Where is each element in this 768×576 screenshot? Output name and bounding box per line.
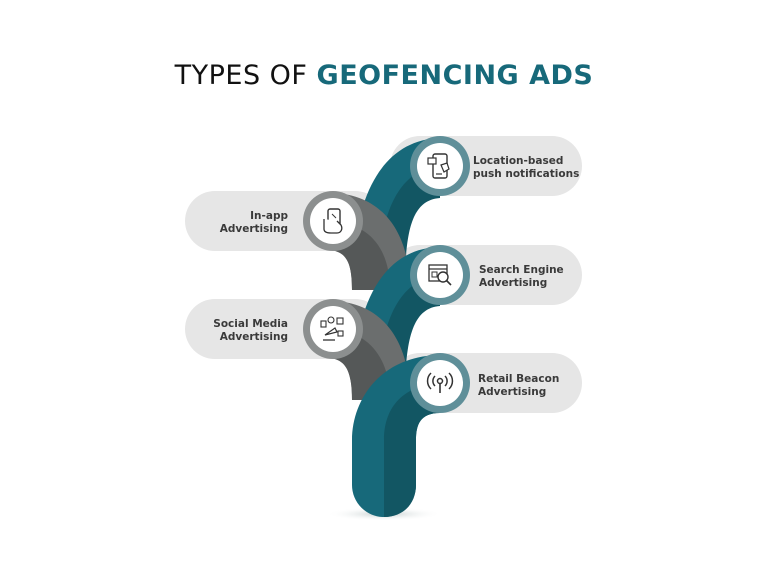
label-line-2: Advertising <box>478 386 547 398</box>
label-line-1: Social Media <box>213 318 288 330</box>
label-line-1: In-app <box>250 210 288 222</box>
smartphone-bell-icon <box>427 153 450 179</box>
label-search-engine: Search Engine Advertising <box>479 264 564 290</box>
icon-circle-location <box>417 143 463 189</box>
browser-magnifier-icon <box>428 264 452 286</box>
label-line-2: Advertising <box>219 331 288 343</box>
label-in-app: In-app Advertising <box>200 210 288 236</box>
megaphone-social-icon <box>320 316 344 341</box>
label-line-1: Location-based <box>473 155 564 167</box>
beacon-signal-icon <box>426 372 454 393</box>
page-title: TYPES OF GEOFENCING ADS <box>0 60 768 91</box>
label-line-2: Advertising <box>219 223 288 235</box>
icon-circle-beacon <box>417 360 463 406</box>
label-line-1: Retail Beacon <box>478 373 560 385</box>
icon-circle-search <box>417 252 463 298</box>
title-part-1: TYPES OF <box>174 60 317 91</box>
label-line-2: Advertising <box>479 277 548 289</box>
label-line-1: Search Engine <box>479 264 564 276</box>
label-social-media: Social Media Advertising <box>200 318 288 344</box>
icon-circle-social <box>310 306 356 352</box>
icon-circle-in-app <box>310 198 356 244</box>
label-retail-beacon: Retail Beacon Advertising <box>478 373 559 399</box>
label-location-push: Location-based push notifications <box>473 155 579 181</box>
title-part-2: GEOFENCING ADS <box>316 60 594 91</box>
label-line-2: push notifications <box>473 168 580 180</box>
hand-phone-icon <box>323 208 343 234</box>
